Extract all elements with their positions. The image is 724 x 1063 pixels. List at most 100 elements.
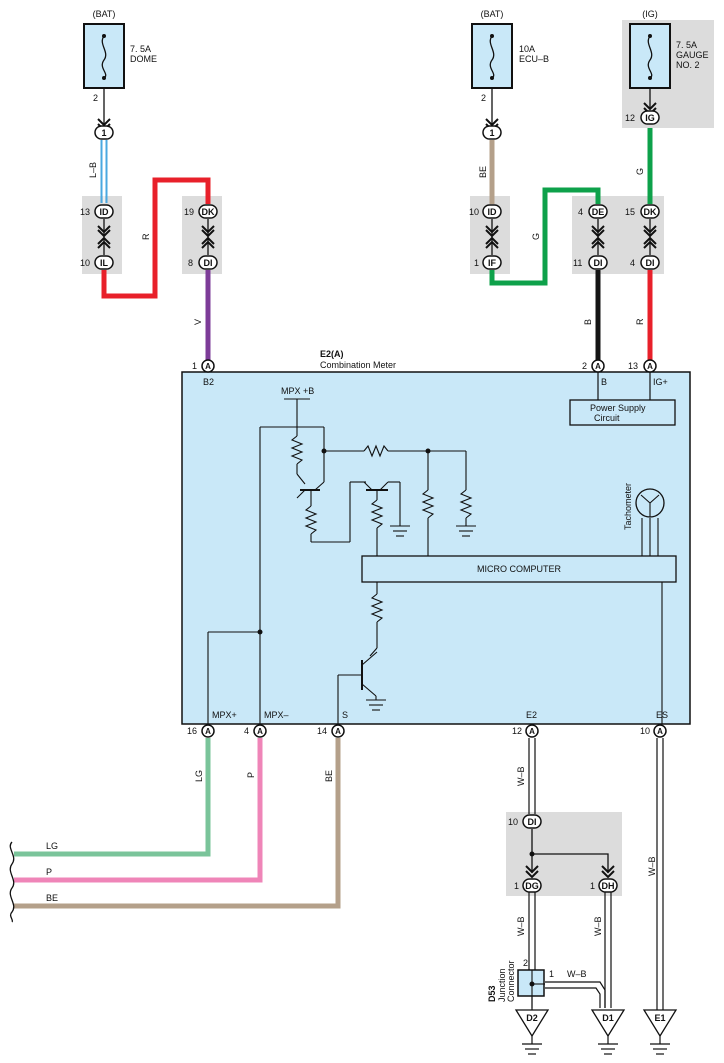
svg-text:A: A xyxy=(205,362,211,371)
junction-line2: Connector xyxy=(506,960,516,1002)
fuse-ecub-name: ECU–B xyxy=(519,54,549,64)
ground-e1: E1 xyxy=(642,1009,678,1055)
svg-text:15: 15 xyxy=(625,207,635,217)
fuse-dome-rating: 7. 5A xyxy=(130,44,151,54)
svg-text:DI: DI xyxy=(528,817,537,827)
wire-p xyxy=(14,738,263,883)
svg-text:MPX–: MPX– xyxy=(264,710,289,720)
svg-text:A: A xyxy=(529,727,535,736)
fuse-gauge-name: GAUGE xyxy=(676,50,709,60)
svg-text:B: B xyxy=(601,377,607,387)
svg-text:13: 13 xyxy=(628,361,638,371)
circuit-junction-dot xyxy=(425,448,431,454)
power-supply-line2: Circuit xyxy=(594,413,620,423)
junction-code: D53 xyxy=(487,985,497,1002)
svg-text:4: 4 xyxy=(630,258,635,268)
conn-dg: DG 1 xyxy=(514,865,542,893)
fuse-dome-source: (BAT) xyxy=(93,9,116,19)
svg-text:DK: DK xyxy=(202,207,215,217)
svg-text:B2: B2 xyxy=(203,377,214,387)
svg-text:10: 10 xyxy=(640,726,650,736)
fuse-gauge-rating: 7. 5A xyxy=(676,40,697,50)
conn-dh: DH 1 xyxy=(590,865,618,893)
wire-label-r1: R xyxy=(141,233,151,240)
conn-di-4: DI 10 xyxy=(508,814,542,829)
conn-ecub-1-label: 1 xyxy=(489,128,494,138)
svg-text:DI: DI xyxy=(204,258,213,268)
conn-ig-label: IG xyxy=(645,113,655,123)
svg-text:4: 4 xyxy=(578,207,583,217)
wire-label-wb1: W–B xyxy=(516,766,526,786)
wire-label-p: P xyxy=(246,772,256,778)
svg-text:10: 10 xyxy=(469,207,479,217)
svg-text:A: A xyxy=(647,362,653,371)
wire-label-be2: BE xyxy=(324,770,334,782)
svg-text:10: 10 xyxy=(80,258,90,268)
left-line-p: P xyxy=(46,867,52,877)
meter-pin-es: ES A 10 xyxy=(640,710,668,738)
svg-text:A: A xyxy=(257,727,263,736)
fuse-gauge: (IG) 7. 5A GAUGE NO. 2 xyxy=(629,9,709,89)
wire-label-lb: L–B xyxy=(88,162,98,178)
fuse-ecub: (BAT) 10A ECU–B 2 xyxy=(471,9,549,103)
svg-text:2: 2 xyxy=(523,958,528,968)
mpx-b-label: MPX +B xyxy=(281,386,314,396)
meter-code: E2(A) xyxy=(320,349,344,359)
wire-label-r2: R xyxy=(635,318,645,325)
svg-text:D1: D1 xyxy=(602,1013,614,1023)
conn-de: DE 4 xyxy=(578,204,608,249)
wire-be2 xyxy=(14,738,341,909)
mpx-junction-dot xyxy=(257,629,263,635)
ground-d2: D2 xyxy=(514,996,550,1055)
conn-di-3: DI 4 xyxy=(630,255,660,270)
svg-text:A: A xyxy=(595,362,601,371)
left-line-be: BE xyxy=(46,893,58,903)
conn-id-2: ID 10 xyxy=(469,204,502,249)
svg-text:DI: DI xyxy=(646,258,655,268)
fuse-ecub-source: (BAT) xyxy=(481,9,504,19)
conn-il: IL 10 xyxy=(80,255,114,270)
fuse-dome-pin: 2 xyxy=(93,93,98,103)
svg-text:10: 10 xyxy=(508,817,518,827)
fuse-ecub-rating: 10A xyxy=(519,44,535,54)
svg-text:1: 1 xyxy=(474,258,479,268)
fuse-dome-name: DOME xyxy=(130,54,157,64)
svg-text:14: 14 xyxy=(317,726,327,736)
wire-lg xyxy=(14,738,211,857)
conn-di-2: DI 11 xyxy=(573,255,608,270)
svg-text:DI: DI xyxy=(594,258,603,268)
svg-text:A: A xyxy=(335,727,341,736)
fuse-gauge-name2: NO. 2 xyxy=(676,60,700,70)
meter-pin-b2: A 1 B2 xyxy=(192,359,215,387)
wire-label-wb3: W–B xyxy=(593,916,603,936)
svg-text:4: 4 xyxy=(244,726,249,736)
meter-pin-b: A 2 B xyxy=(582,359,607,387)
conn-ig-pin: 12 xyxy=(625,113,635,123)
left-line-lg: LG xyxy=(46,841,58,851)
wire-wb-es xyxy=(656,738,664,1010)
conn-di-1: DI 8 xyxy=(188,255,218,270)
svg-text:2: 2 xyxy=(582,361,587,371)
conn-if: IF 1 xyxy=(474,255,502,270)
svg-text:1: 1 xyxy=(192,361,197,371)
svg-text:ID: ID xyxy=(100,207,110,217)
svg-text:19: 19 xyxy=(184,207,194,217)
svg-text:S: S xyxy=(342,710,348,720)
power-supply-box xyxy=(569,399,676,426)
svg-text:D2: D2 xyxy=(526,1013,538,1023)
junction-line1: Junction xyxy=(497,968,507,1002)
conn-ig: IG 12 xyxy=(625,102,660,125)
break-marks xyxy=(9,841,15,923)
wire-r1 xyxy=(101,177,211,299)
meter-pin-mpx-plus: MPX+ A 16 xyxy=(187,710,237,738)
svg-text:MPX+: MPX+ xyxy=(212,710,237,720)
fuse-dome: (BAT) 7. 5A DOME 2 xyxy=(83,9,157,103)
svg-text:E1: E1 xyxy=(654,1013,665,1023)
svg-text:DE: DE xyxy=(592,207,605,217)
junction-connector-d53: 2 1 xyxy=(517,958,554,1008)
ground-d1: D1 xyxy=(590,1009,626,1055)
wire-wb-e2 xyxy=(528,738,536,970)
conn-dk-2: DK 15 xyxy=(625,204,660,249)
wire-label-lg: LG xyxy=(194,770,204,782)
wire-lb xyxy=(100,140,108,203)
